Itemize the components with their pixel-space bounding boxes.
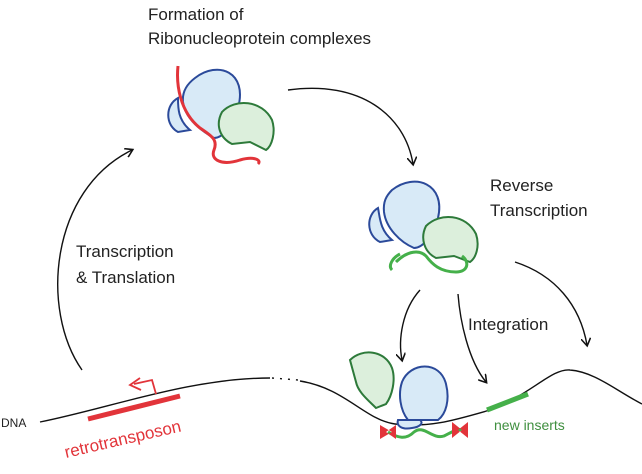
arrow-to-reverse-transcription (287, 87, 413, 164)
dna-strand-right (299, 369, 642, 426)
protein-small-blue (167, 96, 193, 134)
new-insert-segment (486, 391, 529, 413)
ribonucleoprotein-complex (167, 65, 275, 166)
protein-green (348, 351, 395, 410)
promoter-arrow-icon (133, 378, 157, 395)
arrow-integration-right (514, 261, 587, 345)
reverse-transcription-line2: Transcription (490, 201, 588, 220)
retrotransposon-segment (87, 393, 181, 422)
arrow-transcription-translation (57, 150, 132, 371)
reverse-transcription-line1: Reverse (490, 176, 553, 195)
protein-green (217, 101, 275, 152)
transcription-translation-line1: Transcription (76, 242, 174, 261)
formation-title-line1: Formation of (148, 5, 244, 24)
formation-title-line2: Ribonucleoprotein complexes (148, 29, 371, 48)
protein-green (422, 215, 479, 264)
new-inserts-label: new inserts (494, 417, 565, 433)
dna-strand (39, 377, 271, 423)
arrow-to-integration-complex (401, 289, 421, 360)
transcription-translation-line2: & Translation (76, 268, 175, 287)
retrotransposon-label: retrotransposon (63, 417, 183, 462)
cdna-strand-green (388, 250, 469, 274)
protein-small-blue (368, 206, 395, 244)
cut-site-right-icon (452, 422, 468, 438)
reverse-transcription-complex (368, 180, 479, 274)
cut-site-left-icon (380, 425, 396, 439)
arrow-integration-middle (457, 293, 486, 382)
integration-complex (348, 351, 468, 439)
protein-large-blue (399, 365, 449, 421)
integration-label: Integration (468, 315, 548, 334)
rna-strand-red (176, 65, 261, 166)
dna-label: DNA (1, 416, 26, 430)
protein-small-blue (396, 419, 423, 430)
dna-strand-gap (271, 377, 299, 381)
inserted-cdna-green (387, 428, 463, 439)
